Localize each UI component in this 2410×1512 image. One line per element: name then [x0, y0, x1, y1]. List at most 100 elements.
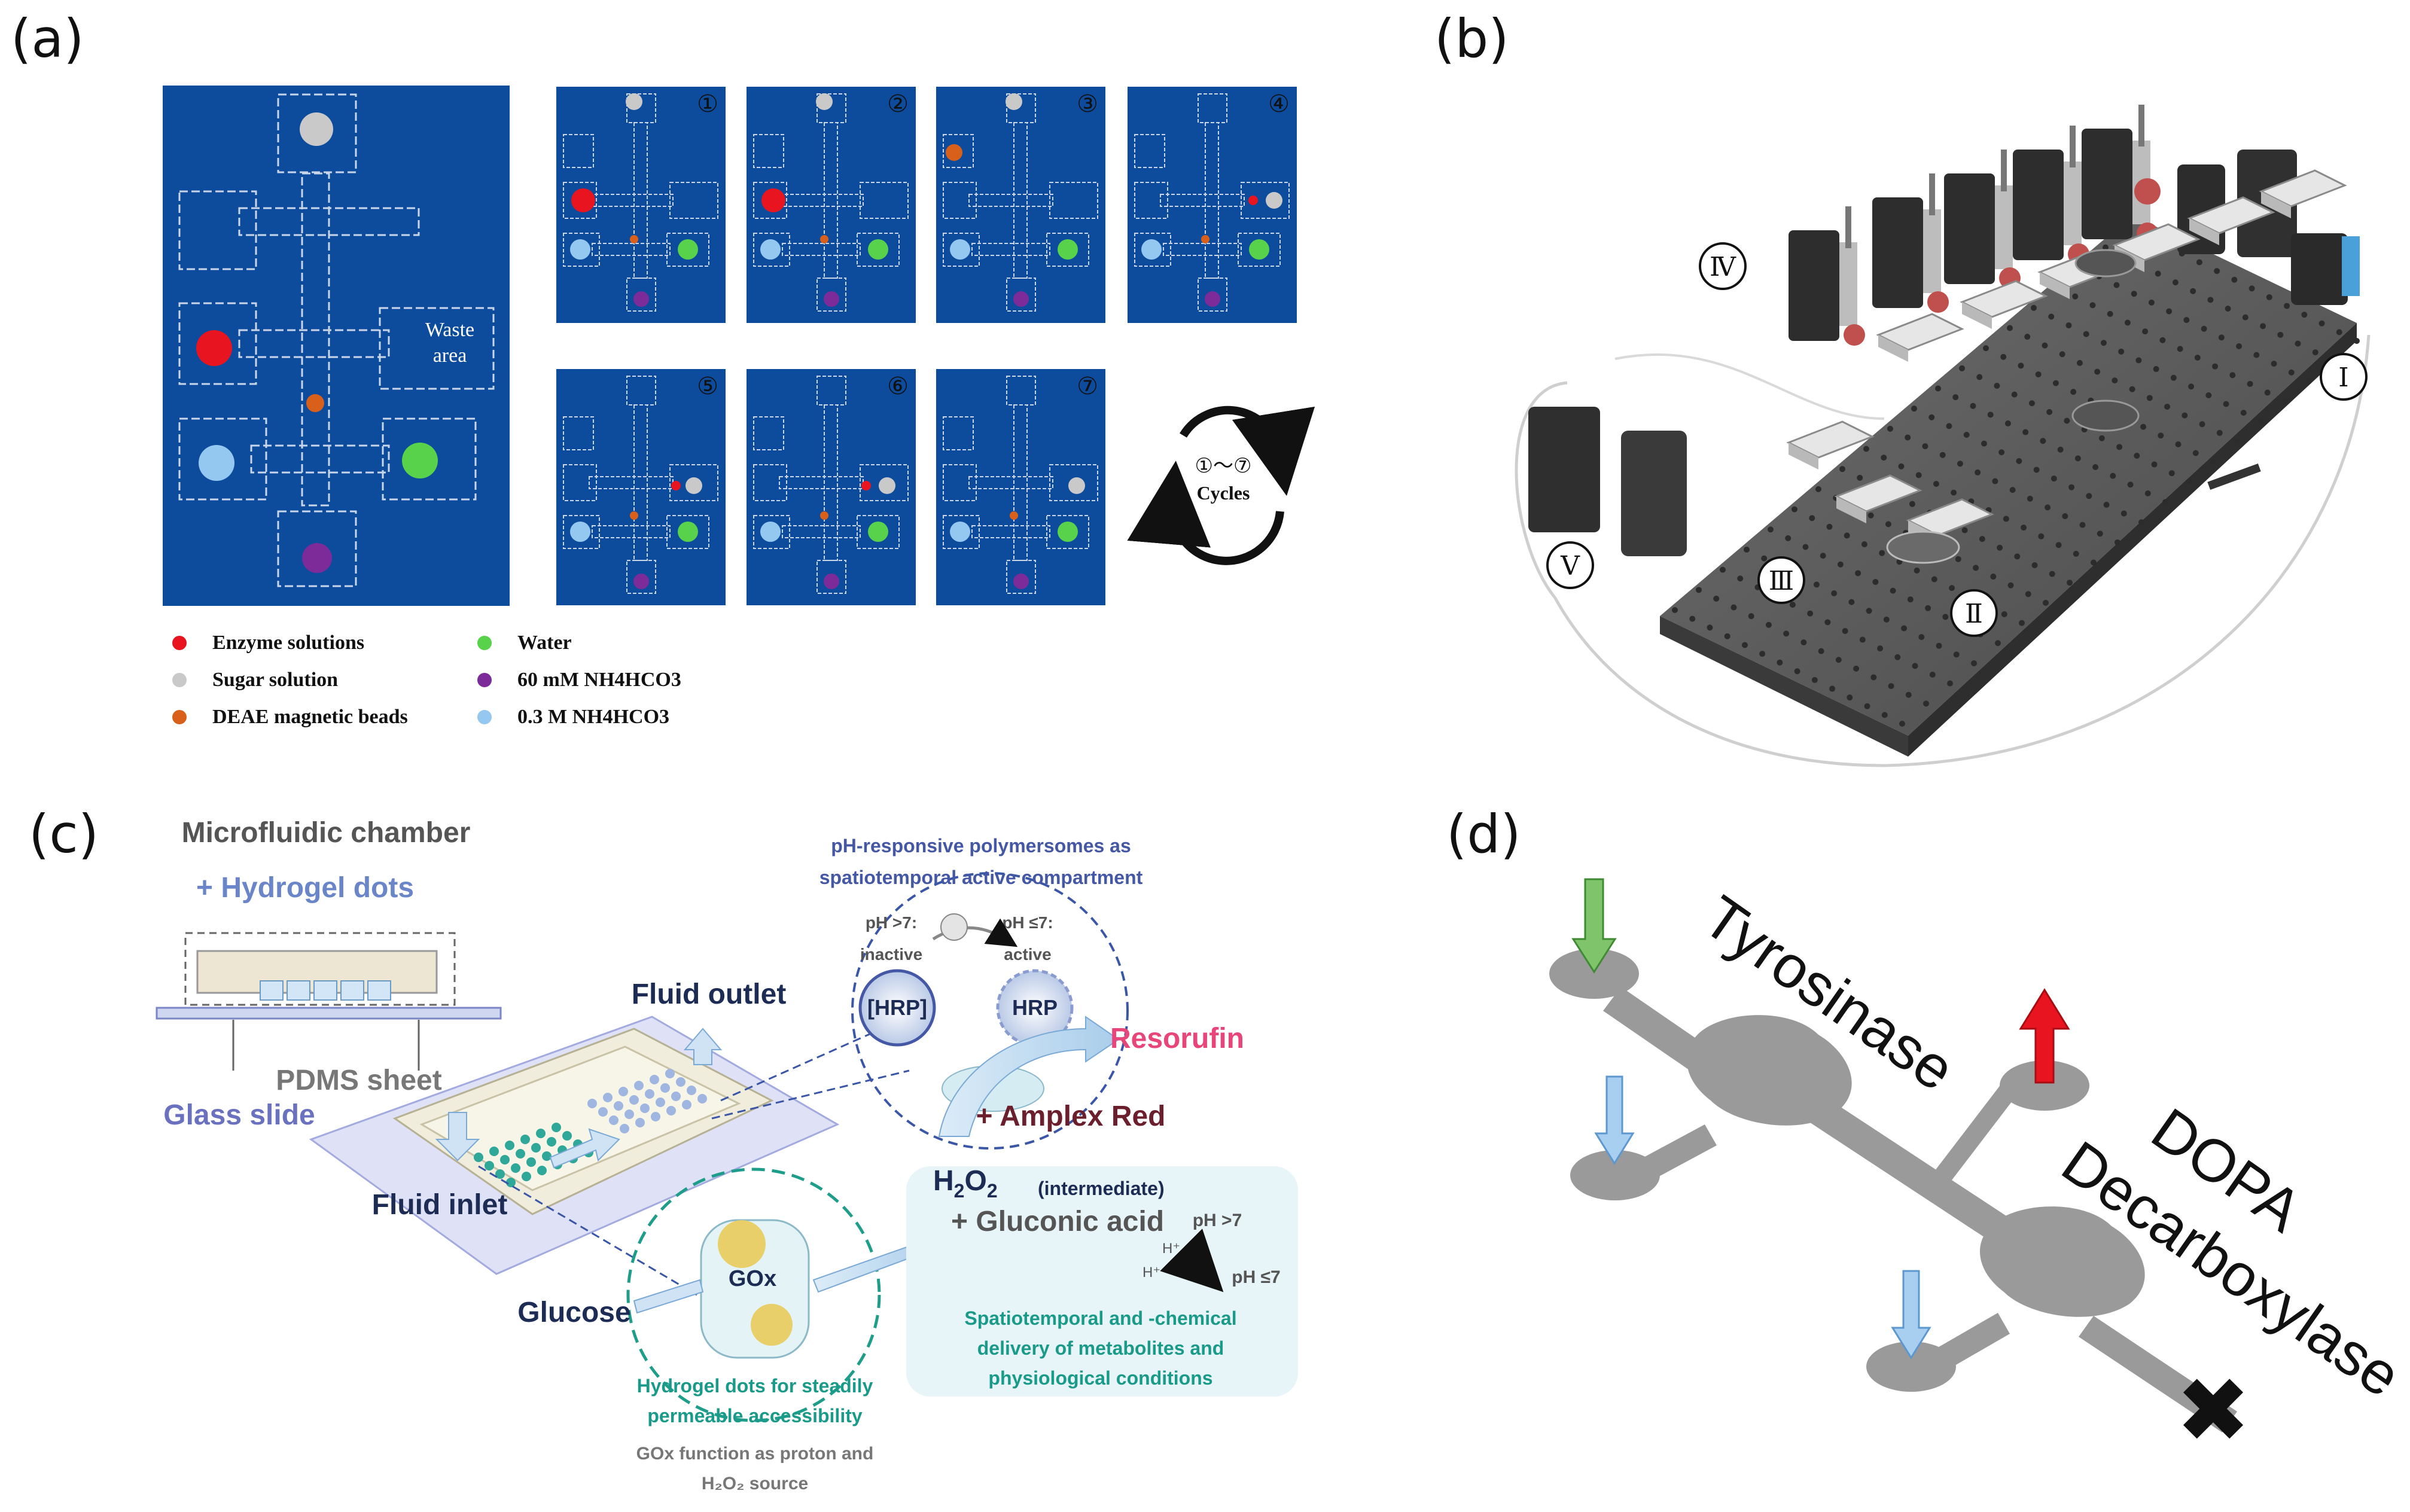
step-water-dot	[1058, 522, 1078, 542]
syringe-pump	[1789, 230, 1839, 341]
step-purple-dot	[1013, 574, 1029, 589]
step-purple-dot	[824, 291, 839, 307]
delivery-line-3: physiological conditions	[988, 1367, 1212, 1389]
cycle-symbol: ①～⑦ Cycles	[1127, 406, 1315, 565]
step-sugar-dot	[626, 93, 642, 110]
gox-caption-2: H₂O₂ source	[702, 1474, 808, 1493]
step-sugar-dot	[879, 477, 895, 494]
waste-area-label-2: area	[433, 345, 467, 367]
step-light-blue-dot	[760, 239, 781, 260]
step-water-dot	[678, 522, 698, 542]
legend-item: Enzyme solutions	[172, 632, 364, 654]
reservoir-right-3	[2291, 233, 2348, 305]
step-light-blue-dot	[570, 522, 590, 542]
step-bead-dot	[820, 511, 828, 520]
polymersome-title-2: spatiotemporal active compartment	[819, 867, 1143, 888]
overview-chip: Waste area	[163, 86, 510, 606]
hrp-active-label: HRP	[1012, 995, 1058, 1020]
inlet-pad-2	[1570, 1150, 1660, 1200]
roman-markers: Ⅳ Ⅰ Ⅴ Ⅲ Ⅱ	[1546, 242, 2368, 637]
step-water-dot	[868, 522, 888, 542]
decarboxylase-chamber	[1980, 1206, 2145, 1317]
roman-marker: Ⅱ	[1950, 589, 1998, 637]
reservoir-left-1	[1528, 407, 1600, 532]
glass-slide-inset	[156, 1007, 502, 1020]
overview-sugar-dot	[300, 112, 333, 146]
blue-inlet-arrow-1	[1594, 1075, 1635, 1165]
gox-hydrogel-circle	[626, 1167, 881, 1422]
block-x-mark: ✖	[2176, 1359, 2251, 1463]
step-number: ⑥	[887, 373, 909, 400]
microfluidic-chamber-label: Microfluidic chamber	[182, 817, 471, 849]
step-chip: ②	[747, 87, 916, 323]
h2o2-label: H2O2	[933, 1165, 998, 1202]
step-bead-dot	[630, 511, 638, 520]
ph-le7-active-2: active	[1004, 945, 1051, 964]
legend-label: Water	[517, 632, 572, 654]
step-chip: ①	[556, 87, 726, 323]
step-sugar-dot	[685, 477, 702, 494]
step-light-blue-dot	[950, 522, 970, 542]
tubing-loop	[1515, 334, 2371, 767]
intermediate-label: (intermediate)	[1038, 1178, 1165, 1199]
overview-light-blue-dot	[199, 445, 234, 481]
ph-le7-label: pH ≤7	[1232, 1267, 1280, 1287]
step-light-blue-dot	[1141, 239, 1162, 260]
step-chip: ③	[936, 87, 1105, 323]
waste-area-label-1: Waste	[425, 319, 474, 341]
roman-marker: Ⅳ	[1699, 242, 1747, 290]
gluconic-acid-label: + Gluconic acid	[951, 1206, 1164, 1237]
overview-bead-dot	[306, 394, 324, 412]
h-plus-2: H⁺	[1142, 1264, 1160, 1281]
panel-d-cascade-chip: ✖ Tyrosinase DOPA Decarboxylase	[1549, 878, 2410, 1463]
step-chip: ⑤	[556, 369, 726, 605]
delivery-line-2: delivery of metabolites and	[977, 1337, 1224, 1359]
legend-item: 60 mM NH4HCO3	[477, 669, 681, 691]
panel-label-a: (a)	[11, 8, 84, 69]
fluid-inlet-label: Fluid inlet	[372, 1189, 508, 1221]
step-enzyme-dot	[671, 481, 681, 490]
step-sugar-dot	[1266, 192, 1282, 209]
step-light-blue-dot	[570, 239, 590, 260]
step-bead-dot	[1201, 235, 1209, 243]
table-modules	[1786, 169, 2347, 564]
inlet-pad-1	[1549, 949, 1639, 999]
gox-label: GOx	[729, 1266, 776, 1291]
roman-marker-label: Ⅱ	[1965, 599, 1983, 629]
delivery-line-1: Spatiotemporal and -chemical	[964, 1307, 1236, 1329]
step-sugar-dot	[1006, 93, 1022, 110]
polymersome-title-1: pH-responsive polymersomes as	[831, 835, 1131, 856]
step-enzyme-dot	[761, 188, 785, 212]
legend-label: DEAE magnetic beads	[212, 706, 408, 728]
panel-c-microfluidic-scheme: Microfluidic chamber + Hydrogel dots PDM…	[156, 817, 1298, 1493]
chamber-inset-box	[184, 932, 456, 1006]
legend-label: Sugar solution	[212, 669, 338, 691]
step-purple-dot	[1205, 291, 1220, 307]
legend-swatch	[172, 673, 187, 687]
glucose-label: Glucose	[517, 1297, 630, 1328]
step-number: ①	[697, 90, 718, 118]
hydrogel-dots-label: + Hydrogel dots	[196, 872, 414, 904]
roman-marker-label: Ⅴ	[1560, 551, 1580, 581]
step-bead-dot	[820, 235, 828, 243]
optical-table-edge	[1660, 616, 1908, 757]
panel-label-d: (d)	[1446, 803, 1521, 865]
mixer-disc	[2071, 400, 2140, 432]
step-purple-dot	[824, 574, 839, 589]
overview-water-dot	[402, 443, 438, 478]
inlet-pad-3	[1866, 1342, 1956, 1392]
roman-marker-label: Ⅰ	[2338, 362, 2348, 393]
legend-swatch	[477, 710, 492, 724]
step-enzyme-dot	[571, 188, 595, 212]
step-sugar-dot	[1068, 477, 1085, 494]
syringe-pump	[1872, 197, 1923, 308]
roman-marker: Ⅲ	[1757, 556, 1805, 604]
step-chip-substrate	[936, 87, 1105, 323]
amplex-red-label: + Amplex Red	[976, 1101, 1166, 1132]
legend-item: DEAE magnetic beads	[172, 706, 408, 728]
